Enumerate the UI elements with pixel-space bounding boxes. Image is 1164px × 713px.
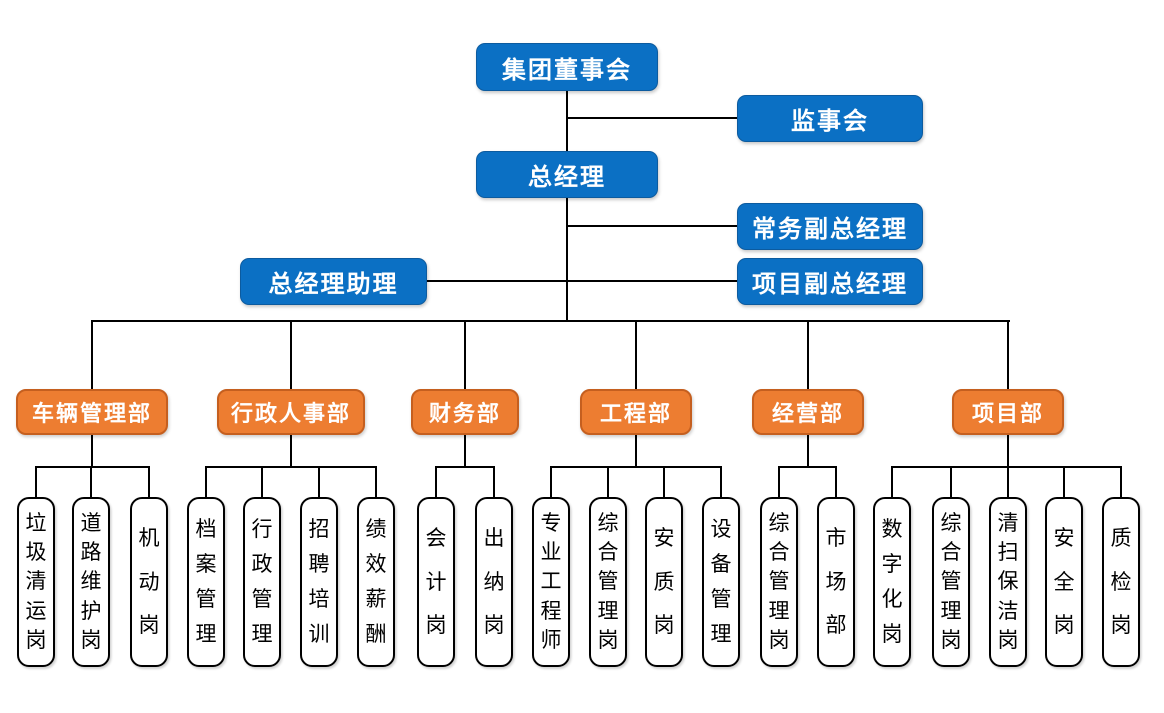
node-dept-project: 项目部 xyxy=(952,389,1064,435)
drop-archives-management xyxy=(205,466,207,497)
connector-department-rail xyxy=(91,320,1010,322)
drop-performance-compensation xyxy=(375,466,377,497)
drop-professional-engineer xyxy=(550,466,552,497)
node-proj-general-management-post: 综合管理岗 xyxy=(932,497,970,667)
dept-engineering-label: 工程部 xyxy=(599,401,672,426)
rail-operations-children xyxy=(778,466,837,468)
drop-cleaning xyxy=(1007,466,1009,497)
connector-drop-project-dept xyxy=(1007,320,1009,389)
drop-market-dept xyxy=(835,466,837,497)
dept-finance-label: 财务部 xyxy=(428,401,501,426)
drop-accounting xyxy=(435,466,437,497)
connector-drop-engineering-dept xyxy=(635,320,637,389)
dept-vehicle-management-label: 车辆管理部 xyxy=(31,401,152,426)
node-accounting-post: 会计岗 xyxy=(417,497,455,667)
drop-proj-general-management xyxy=(950,466,952,497)
drop-digitalization xyxy=(891,466,893,497)
node-executive-deputy-gm: 常务副总经理 xyxy=(737,203,923,250)
connector-executive-deputy-branch xyxy=(566,225,738,227)
connector-drop-vehicle-dept xyxy=(91,320,93,389)
drop-mobile xyxy=(148,466,150,497)
node-cashier-post: 出纳岗 xyxy=(475,497,513,667)
node-dept-engineering: 工程部 xyxy=(580,389,692,435)
connector-drop-admin-dept xyxy=(290,320,292,389)
node-ops-general-management-post: 综合管理岗 xyxy=(760,497,798,667)
node-project-deputy-gm-label: 项目副总经理 xyxy=(752,271,908,298)
node-cleaning-post: 清扫保洁岗 xyxy=(989,497,1027,667)
node-safety-quality-post: 安质岗 xyxy=(645,497,683,667)
node-professional-engineer-post: 专业工程师 xyxy=(532,497,570,667)
node-gm-assistant: 总经理助理 xyxy=(240,258,427,305)
node-performance-compensation-post: 绩效薪酬 xyxy=(357,497,395,667)
node-supervisory-board: 监事会 xyxy=(737,95,923,142)
dept-project-label: 项目部 xyxy=(971,401,1044,426)
dept-admin-hr-label: 行政人事部 xyxy=(230,401,351,426)
drop-equipment-management xyxy=(720,466,722,497)
node-administration-post: 行政管理 xyxy=(243,497,281,667)
node-quality-inspection-post: 质检岗 xyxy=(1102,497,1140,667)
node-supervisory-board-label: 监事会 xyxy=(791,108,869,135)
node-board: 集团董事会 xyxy=(476,43,658,91)
connector-finance-to-rail xyxy=(464,433,466,468)
drop-administration xyxy=(261,466,263,497)
rail-project-children xyxy=(891,466,1122,468)
node-road-maintenance-post: 道路维护岗 xyxy=(72,497,110,667)
connector-admin-to-rail xyxy=(290,433,292,468)
dept-operations-label: 经营部 xyxy=(771,401,844,426)
node-general-manager: 总经理 xyxy=(476,151,658,198)
connector-drop-finance-dept xyxy=(464,320,466,389)
node-dept-admin-hr: 行政人事部 xyxy=(217,389,365,435)
connector-assistant-deputy-branch xyxy=(427,280,738,282)
node-executive-deputy-gm-label: 常务副总经理 xyxy=(752,216,908,243)
node-board-label: 集团董事会 xyxy=(502,56,632,84)
connector-operations-to-rail xyxy=(807,433,809,468)
node-market-dept-post: 市场部 xyxy=(817,497,855,667)
drop-safety-quality xyxy=(663,466,665,497)
connector-project-to-rail xyxy=(1007,433,1009,468)
drop-eng-general-management xyxy=(607,466,609,497)
node-general-manager-label: 总经理 xyxy=(528,164,606,191)
connector-vehicle-to-rail xyxy=(91,433,93,468)
connector-drop-operations-dept xyxy=(807,320,809,389)
drop-safety xyxy=(1063,466,1065,497)
drop-cashier xyxy=(493,466,495,497)
rail-finance-children xyxy=(435,466,495,468)
node-dept-vehicle-management: 车辆管理部 xyxy=(16,389,168,435)
node-archives-management-post: 档案管理 xyxy=(187,497,225,667)
node-digitalization-post: 数字化岗 xyxy=(873,497,911,667)
drop-road-maintenance xyxy=(90,466,92,497)
rail-engineering-children xyxy=(550,466,722,468)
rail-admin-children xyxy=(205,466,377,468)
node-dept-operations: 经营部 xyxy=(752,389,864,435)
connector-gm-trunk xyxy=(566,197,568,322)
node-garbage-removal-post: 垃圾清运岗 xyxy=(17,497,55,667)
node-recruitment-training-post: 招聘培训 xyxy=(300,497,338,667)
connector-supervisory-branch xyxy=(566,117,738,119)
connector-board-to-gm xyxy=(566,91,568,153)
node-gm-assistant-label: 总经理助理 xyxy=(268,271,399,298)
drop-ops-general-management xyxy=(778,466,780,497)
drop-quality-inspection xyxy=(1120,466,1122,497)
node-eng-general-management-post: 综合管理岗 xyxy=(589,497,627,667)
node-equipment-management-post: 设备管理 xyxy=(702,497,740,667)
node-project-deputy-gm: 项目副总经理 xyxy=(737,258,923,305)
node-dept-finance: 财务部 xyxy=(411,389,519,435)
node-mobile-post: 机动岗 xyxy=(130,497,168,667)
node-safety-post: 安全岗 xyxy=(1045,497,1083,667)
connector-engineering-to-rail xyxy=(635,433,637,468)
rail-vehicle-children xyxy=(35,466,150,468)
drop-recruitment-training xyxy=(318,466,320,497)
drop-garbage-removal xyxy=(35,466,37,497)
